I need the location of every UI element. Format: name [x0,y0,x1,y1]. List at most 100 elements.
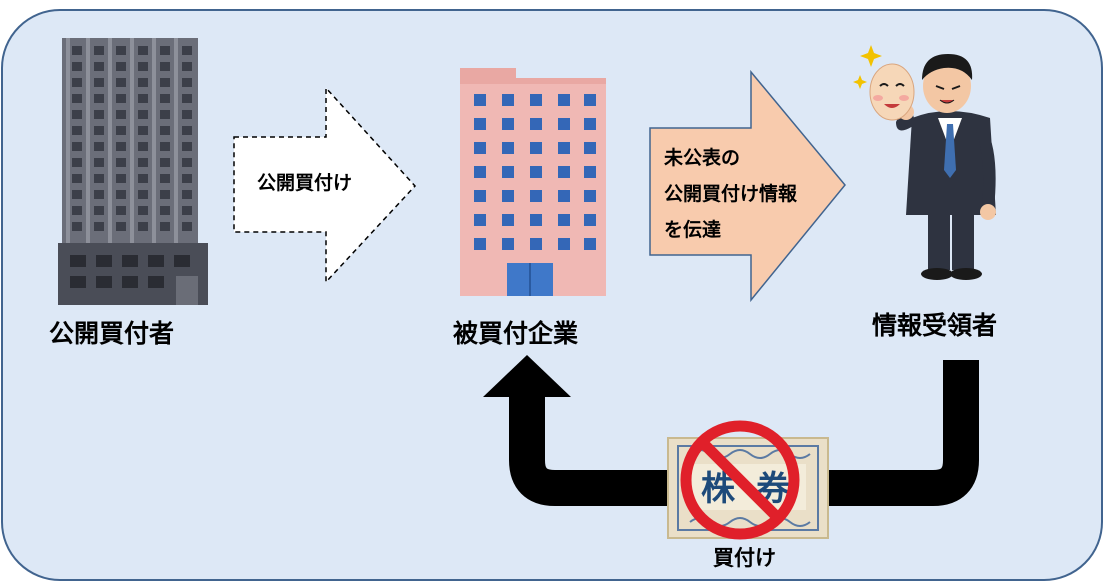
building-window [474,118,486,130]
building-window [530,94,542,106]
convey-info-arrow [649,69,846,303]
tower-window [94,46,104,55]
tower-window [116,174,126,183]
building-window [558,142,570,154]
tower-window [72,206,82,215]
tower-window [160,222,170,231]
building-window [584,214,596,226]
tower-window [94,110,104,119]
building-window [558,214,570,226]
building-window [558,118,570,130]
building-window [584,238,596,250]
tower-window [72,158,82,167]
building-window [530,214,542,226]
building-window [502,166,514,178]
tower-window [116,94,126,103]
tower-window [138,158,148,167]
tower-window [116,206,126,215]
tower-window [138,94,148,103]
tower-window [160,110,170,119]
tender-offeror-label: 公開買付者 [49,319,175,348]
tower-window [116,62,126,71]
tower-window [182,46,192,55]
building-window [474,94,486,106]
tower-window [138,222,148,231]
convey-line-2: 公開買付け情報 [664,183,798,205]
building-window [502,214,514,226]
convey-line-1: 未公表の [664,147,741,169]
tower-window [138,62,148,71]
building-window [530,166,542,178]
tower-window [138,110,148,119]
tower-window [182,142,192,151]
tower-window [72,142,82,151]
tower-window [72,62,82,71]
tower-window [72,222,82,231]
building-window [558,238,570,250]
office-tower-icon [58,38,208,305]
tower-window [94,222,104,231]
building-window [502,94,514,106]
building-window [474,214,486,226]
tower-window [182,158,192,167]
tower-window [116,190,126,199]
tower-window [182,62,192,71]
tender-offer-label: 公開買付け [257,172,353,194]
tower-window [116,78,126,87]
tower-window [182,94,192,103]
tower-window [160,126,170,135]
convey-info-label: 未公表の 公開買付け情報 を伝達 [664,140,797,248]
tower-window [160,78,170,87]
tower-window [160,142,170,151]
tower-window [182,206,192,215]
tower-window [94,62,104,71]
tower-window [182,78,192,87]
purchase-arrow-head [483,355,571,397]
tower-window [94,206,104,215]
building-window [584,190,596,202]
tender-offer-arrow [233,86,417,284]
tower-window [72,126,82,135]
building-window [502,142,514,154]
purchase-label: 買付け [713,546,776,570]
tower-window [182,174,192,183]
tower-window [94,190,104,199]
tower-window [182,222,192,231]
tower-window [116,126,126,135]
masked-businessman-icon [853,45,996,280]
tower-window [138,190,148,199]
building-window [558,190,570,202]
tower-window [138,174,148,183]
building-window [474,166,486,178]
building-window [530,190,542,202]
building-window [584,94,596,106]
tower-window [160,46,170,55]
tower-window [182,190,192,199]
tower-window [94,158,104,167]
tower-window [160,158,170,167]
recipient-label: 情報受領者 [872,311,998,340]
tower-window [138,126,148,135]
building-window [584,166,596,178]
building-window [584,118,596,130]
tower-window [116,110,126,119]
tower-window [94,126,104,135]
tower-window [182,126,192,135]
tower-window [160,94,170,103]
building-window [474,238,486,250]
building-window [502,118,514,130]
building-window [584,142,596,154]
building-window [474,190,486,202]
target-company-label: 被買付企業 [453,319,579,348]
tower-window [72,46,82,55]
building-window [530,118,542,130]
tower-window [72,78,82,87]
tower-window [138,78,148,87]
tower-window [94,174,104,183]
tower-window [72,174,82,183]
building-window [558,166,570,178]
tower-window [116,222,126,231]
tower-window [94,94,104,103]
tower-window [116,158,126,167]
building-window [474,142,486,154]
